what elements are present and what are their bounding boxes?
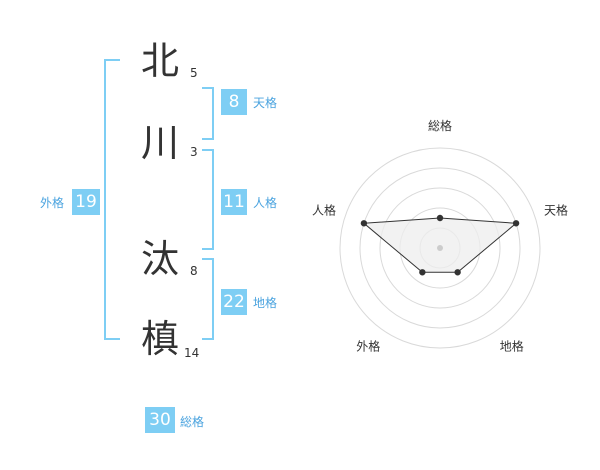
stroke-count-2: 3 (190, 145, 198, 159)
stroke-count-3: 8 (190, 264, 198, 278)
tenkaku-bracket (202, 87, 214, 140)
radar-point (454, 269, 461, 276)
name-char-2: 川 (141, 121, 180, 165)
stroke-count-4: 14 (184, 346, 200, 360)
radar-axis-label: 人格 (312, 202, 336, 217)
radar-axis-label: 地格 (500, 339, 524, 354)
radar-axis-label: 天格 (544, 202, 568, 217)
radar-ring (339, 147, 541, 349)
jinkaku-bracket (202, 149, 214, 250)
radar-point (419, 269, 426, 276)
soukaku-value: 30 (145, 407, 175, 433)
radar-ring (379, 187, 501, 309)
radar-axis-label: 総格 (428, 118, 452, 133)
chikaku-label: 地格 (253, 296, 278, 310)
name-char-1: 北 (141, 39, 180, 83)
name-char-4: 槙 (141, 317, 180, 361)
chikaku-bracket (202, 258, 214, 340)
soukaku-label: 総格 (180, 415, 205, 429)
radar-point (436, 214, 444, 222)
stroke-count-1: 5 (190, 66, 198, 80)
jinkaku-label: 人格 (253, 196, 278, 210)
gaikaku-value: 19 (72, 189, 100, 215)
radar-axis-label: 外格 (356, 339, 380, 354)
gaikaku-label: 外格 (40, 196, 65, 210)
radar-center-dot (437, 245, 443, 251)
tenkaku-label: 天格 (253, 96, 278, 110)
radar-point (360, 220, 368, 227)
radar-point (512, 220, 520, 227)
radar-ring (359, 167, 521, 329)
gaikaku-bracket (104, 59, 120, 340)
name-char-3: 汰 (141, 237, 180, 281)
chikaku-value: 22 (221, 289, 247, 315)
tenkaku-value: 8 (221, 89, 247, 115)
jinkaku-value: 11 (221, 189, 247, 215)
